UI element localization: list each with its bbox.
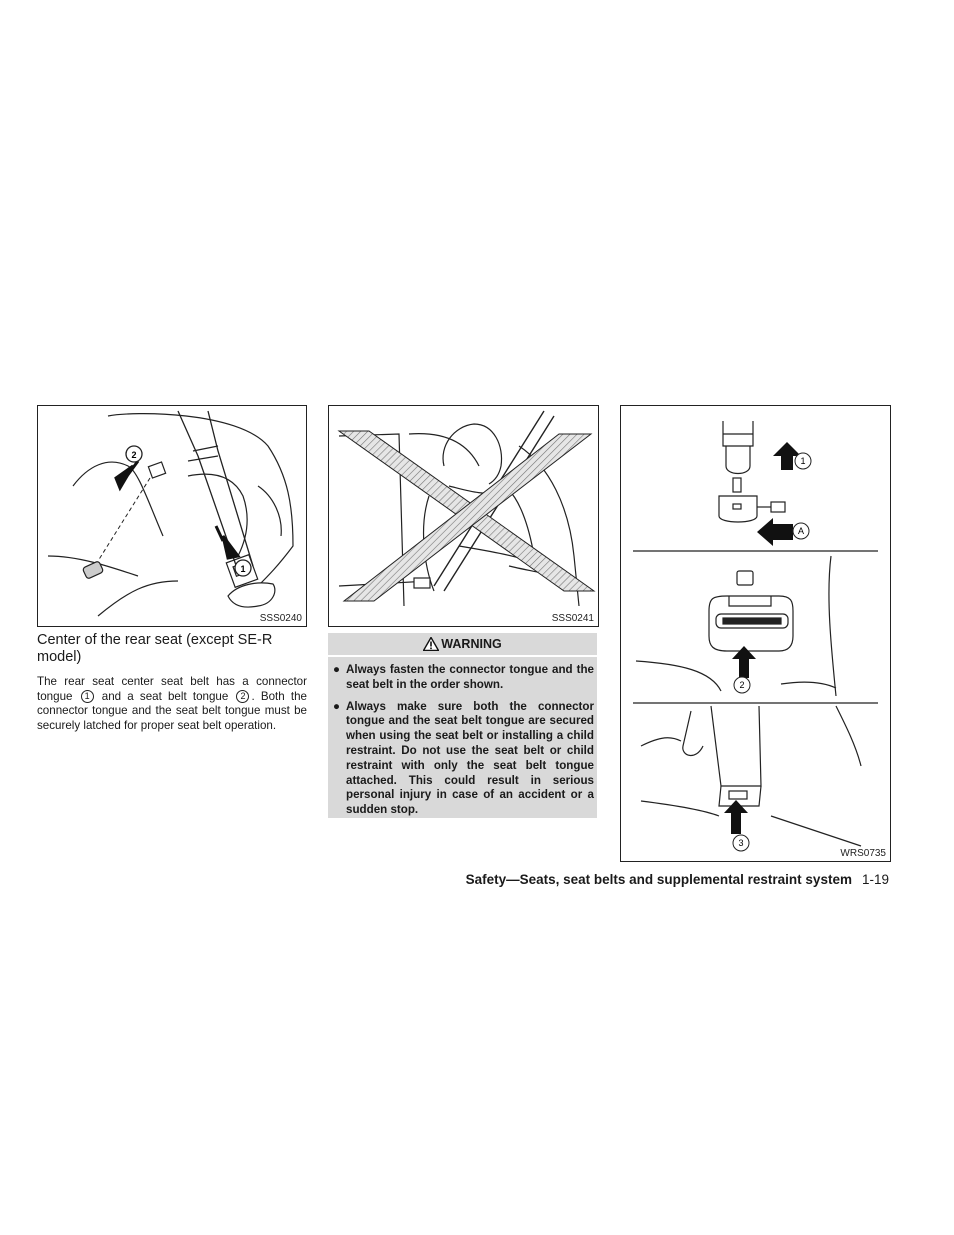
page-footer: Safety—Seats, seat belts and supplementa… <box>400 872 889 887</box>
figure-center-belt-connector: 2 1 SSS0240 <box>37 405 307 627</box>
figure-code: SSS0241 <box>551 613 594 624</box>
figure-incorrect-belt-use: SSS0241 <box>328 405 599 627</box>
svg-text:1: 1 <box>800 456 805 466</box>
warning-title-text: WARNING <box>441 637 502 651</box>
callout-1: 1 <box>794 452 812 470</box>
warning-box: WARNING ● Always fasten the connector ton… <box>328 633 597 818</box>
illustration-center-belt: 2 1 <box>47 410 294 617</box>
warning-item-text: Always make sure both the connector tong… <box>346 699 594 817</box>
figure-latching-order: 1 A 2 3 WRS0735 <box>620 405 891 862</box>
warning-triangle-icon <box>423 637 440 651</box>
svg-text:1: 1 <box>240 564 245 574</box>
figure-code: SSS0240 <box>259 613 302 624</box>
body-text-part: The rear seat center seat belt has a con… <box>37 675 307 703</box>
warning-title: WARNING <box>328 633 597 657</box>
svg-text:2: 2 <box>131 450 136 460</box>
callout-2: 2 <box>125 445 143 463</box>
bullet-icon: ● <box>333 663 341 676</box>
footer-section-title: Safety—Seats, seat belts and supplementa… <box>465 872 852 887</box>
svg-text:3: 3 <box>738 838 743 848</box>
figure-code: WRS0735 <box>840 848 886 859</box>
illustration-crossed-out <box>337 410 596 607</box>
callout-1: 1 <box>234 559 252 577</box>
warning-list: ● Always fasten the connector tongue and … <box>328 657 597 818</box>
section-body: The rear seat center seat belt has a con… <box>37 675 307 733</box>
warning-item: ● Always make sure both the connector ton… <box>331 700 594 818</box>
bullet-icon: ● <box>333 699 341 713</box>
callout-a: A <box>792 522 810 540</box>
ref-connector-tongue: 1 <box>80 689 94 703</box>
warning-item: ● Always fasten the connector tongue and … <box>331 663 594 693</box>
warning-item-text: Always fasten the connector tongue and t… <box>346 663 594 691</box>
body-text-part: and a seat belt tongue <box>95 689 235 703</box>
page-number: 1-19 <box>861 872 889 887</box>
callout-2: 2 <box>733 676 751 694</box>
illustration-latching-steps: 1 A 2 3 <box>633 421 878 852</box>
section-heading: Center of the rear seat (except SE-R mod… <box>37 632 273 665</box>
svg-text:A: A <box>798 526 804 536</box>
callout-3: 3 <box>732 834 750 852</box>
body-text-part: . Both the connector tongue and the seat… <box>37 689 307 732</box>
svg-text:2: 2 <box>739 680 744 690</box>
ref-seat-belt-tongue: 2 <box>236 689 250 703</box>
